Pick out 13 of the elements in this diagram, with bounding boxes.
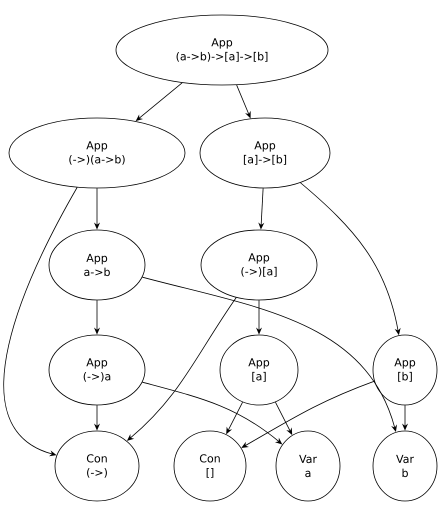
ellipse-node: App a->b bbox=[48, 230, 146, 300]
arrow bbox=[4, 187, 78, 456]
ellipse-node: App [a]->[b] bbox=[200, 118, 330, 188]
ellipse-node: Con [] bbox=[174, 430, 246, 502]
ellipse-node: App (->)[a] bbox=[200, 230, 318, 300]
ellipse-node: App [a] bbox=[220, 334, 298, 406]
ellipse-node: App [b] bbox=[372, 334, 438, 406]
ellipse-node: Con (->) bbox=[54, 430, 140, 502]
ellipse-node: App (a->b)->[a]->[b] bbox=[116, 14, 328, 86]
ellipse-node: App (->)(a->b) bbox=[8, 118, 186, 188]
ellipse-node: Var a bbox=[276, 430, 340, 502]
ellipse-node: App (->)a bbox=[48, 334, 146, 406]
ellipse-node: Var b bbox=[372, 430, 438, 502]
